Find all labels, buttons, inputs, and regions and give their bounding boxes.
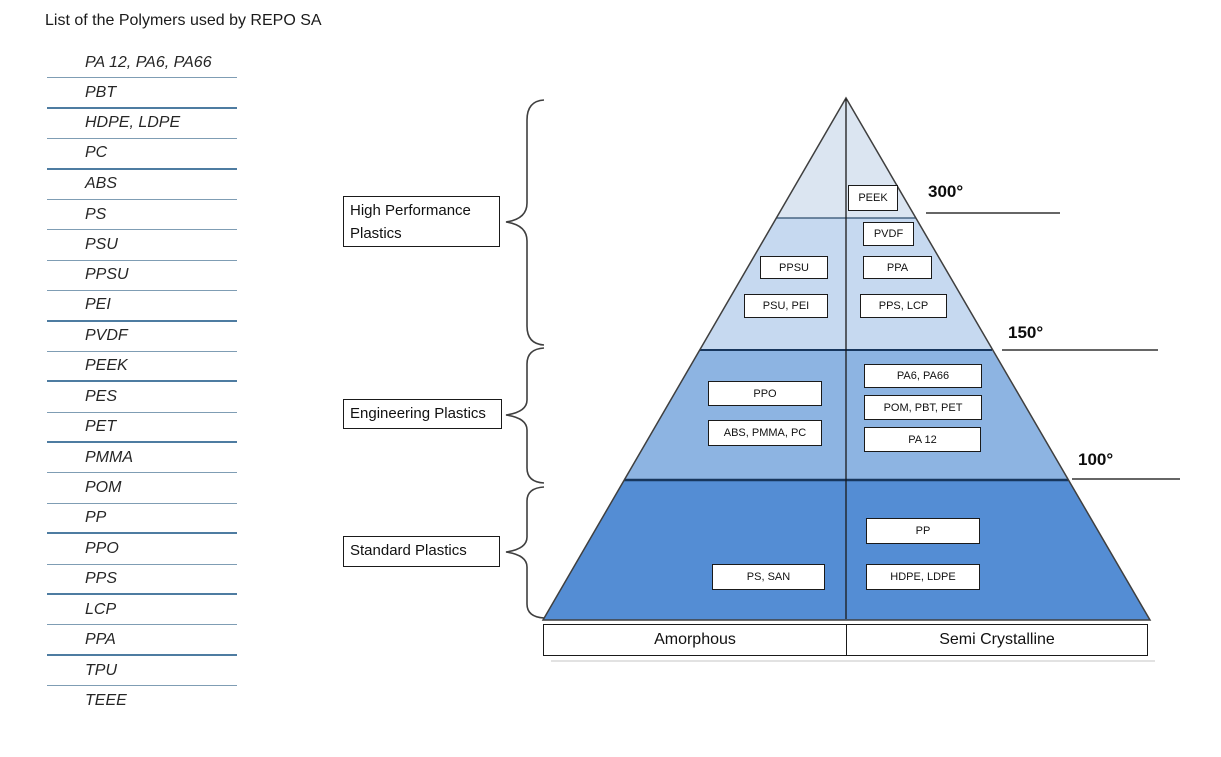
list-item: PA 12, PA6, PA66 — [47, 48, 237, 79]
list-item: PES — [47, 382, 237, 413]
list-item: PSU — [47, 230, 237, 261]
base-bar: Amorphous Semi Crystalline — [543, 624, 1148, 656]
group-label-high-performance: High Performance Plastics — [343, 196, 500, 247]
polymer-chip: PPS, LCP — [860, 294, 947, 318]
list-item: PPO — [47, 534, 237, 565]
list-item: PVDF — [47, 322, 237, 352]
list-item: TEEE — [85, 692, 127, 710]
polymer-chip: PA6, PA66 — [864, 364, 982, 388]
base-cell-semi-crystalline: Semi Crystalline — [939, 631, 1055, 648]
group-label-standard: Standard Plastics — [343, 536, 500, 567]
polymer-chip: ABS, PMMA, PC — [708, 420, 822, 446]
temp-label-150: 150° — [1008, 323, 1044, 342]
list-item: TPU — [47, 656, 237, 687]
list-item: HDPE, LDPE — [47, 109, 237, 140]
group-label-engineering: Engineering Plastics — [343, 399, 502, 429]
base-cell-amorphous: Amorphous — [544, 625, 847, 655]
list-item: PPA — [47, 625, 237, 656]
brace-engineering — [505, 347, 545, 484]
polymer-chip: HDPE, LDPE — [866, 564, 980, 590]
polymer-list: PA 12, PA6, PA66 PBT HDPE, LDPE PC ABS P… — [47, 48, 237, 717]
polymer-chip: PP — [866, 518, 980, 544]
list-item: PBT — [47, 78, 237, 109]
list-item: PS — [47, 200, 237, 231]
polymer-chip: PVDF — [863, 222, 914, 246]
polymer-chip: PPO — [708, 381, 822, 406]
list-item: PPSU — [47, 261, 237, 292]
polymer-chip: PPA — [863, 256, 932, 279]
polymer-chip: PS, SAN — [712, 564, 825, 590]
list-item: PET — [47, 413, 237, 444]
list-item: PPS — [47, 565, 237, 596]
list-item: PMMA — [47, 443, 237, 474]
polymer-chip: POM, PBT, PET — [864, 395, 982, 420]
list-item: LCP — [47, 595, 237, 626]
list-item: PEEK — [47, 352, 237, 383]
temp-label-100: 100° — [1078, 450, 1114, 469]
brace-standard — [505, 486, 545, 619]
temp-label-300: 300° — [928, 182, 964, 201]
list-item: PC — [47, 139, 237, 170]
polymer-chip: PPSU — [760, 256, 828, 279]
list-item: PEI — [47, 291, 237, 322]
list-item: ABS — [47, 170, 237, 200]
brace-high-performance — [505, 99, 545, 346]
list-item: POM — [47, 473, 237, 504]
polymer-chip: PEEK — [848, 185, 898, 211]
polymer-chip: PA 12 — [864, 427, 981, 452]
list-item: PP — [47, 504, 237, 535]
page-title: List of the Polymers used by REPO SA — [45, 12, 322, 29]
polymer-chip: PSU, PEI — [744, 294, 828, 318]
pyramid-outline — [541, 96, 1152, 621]
